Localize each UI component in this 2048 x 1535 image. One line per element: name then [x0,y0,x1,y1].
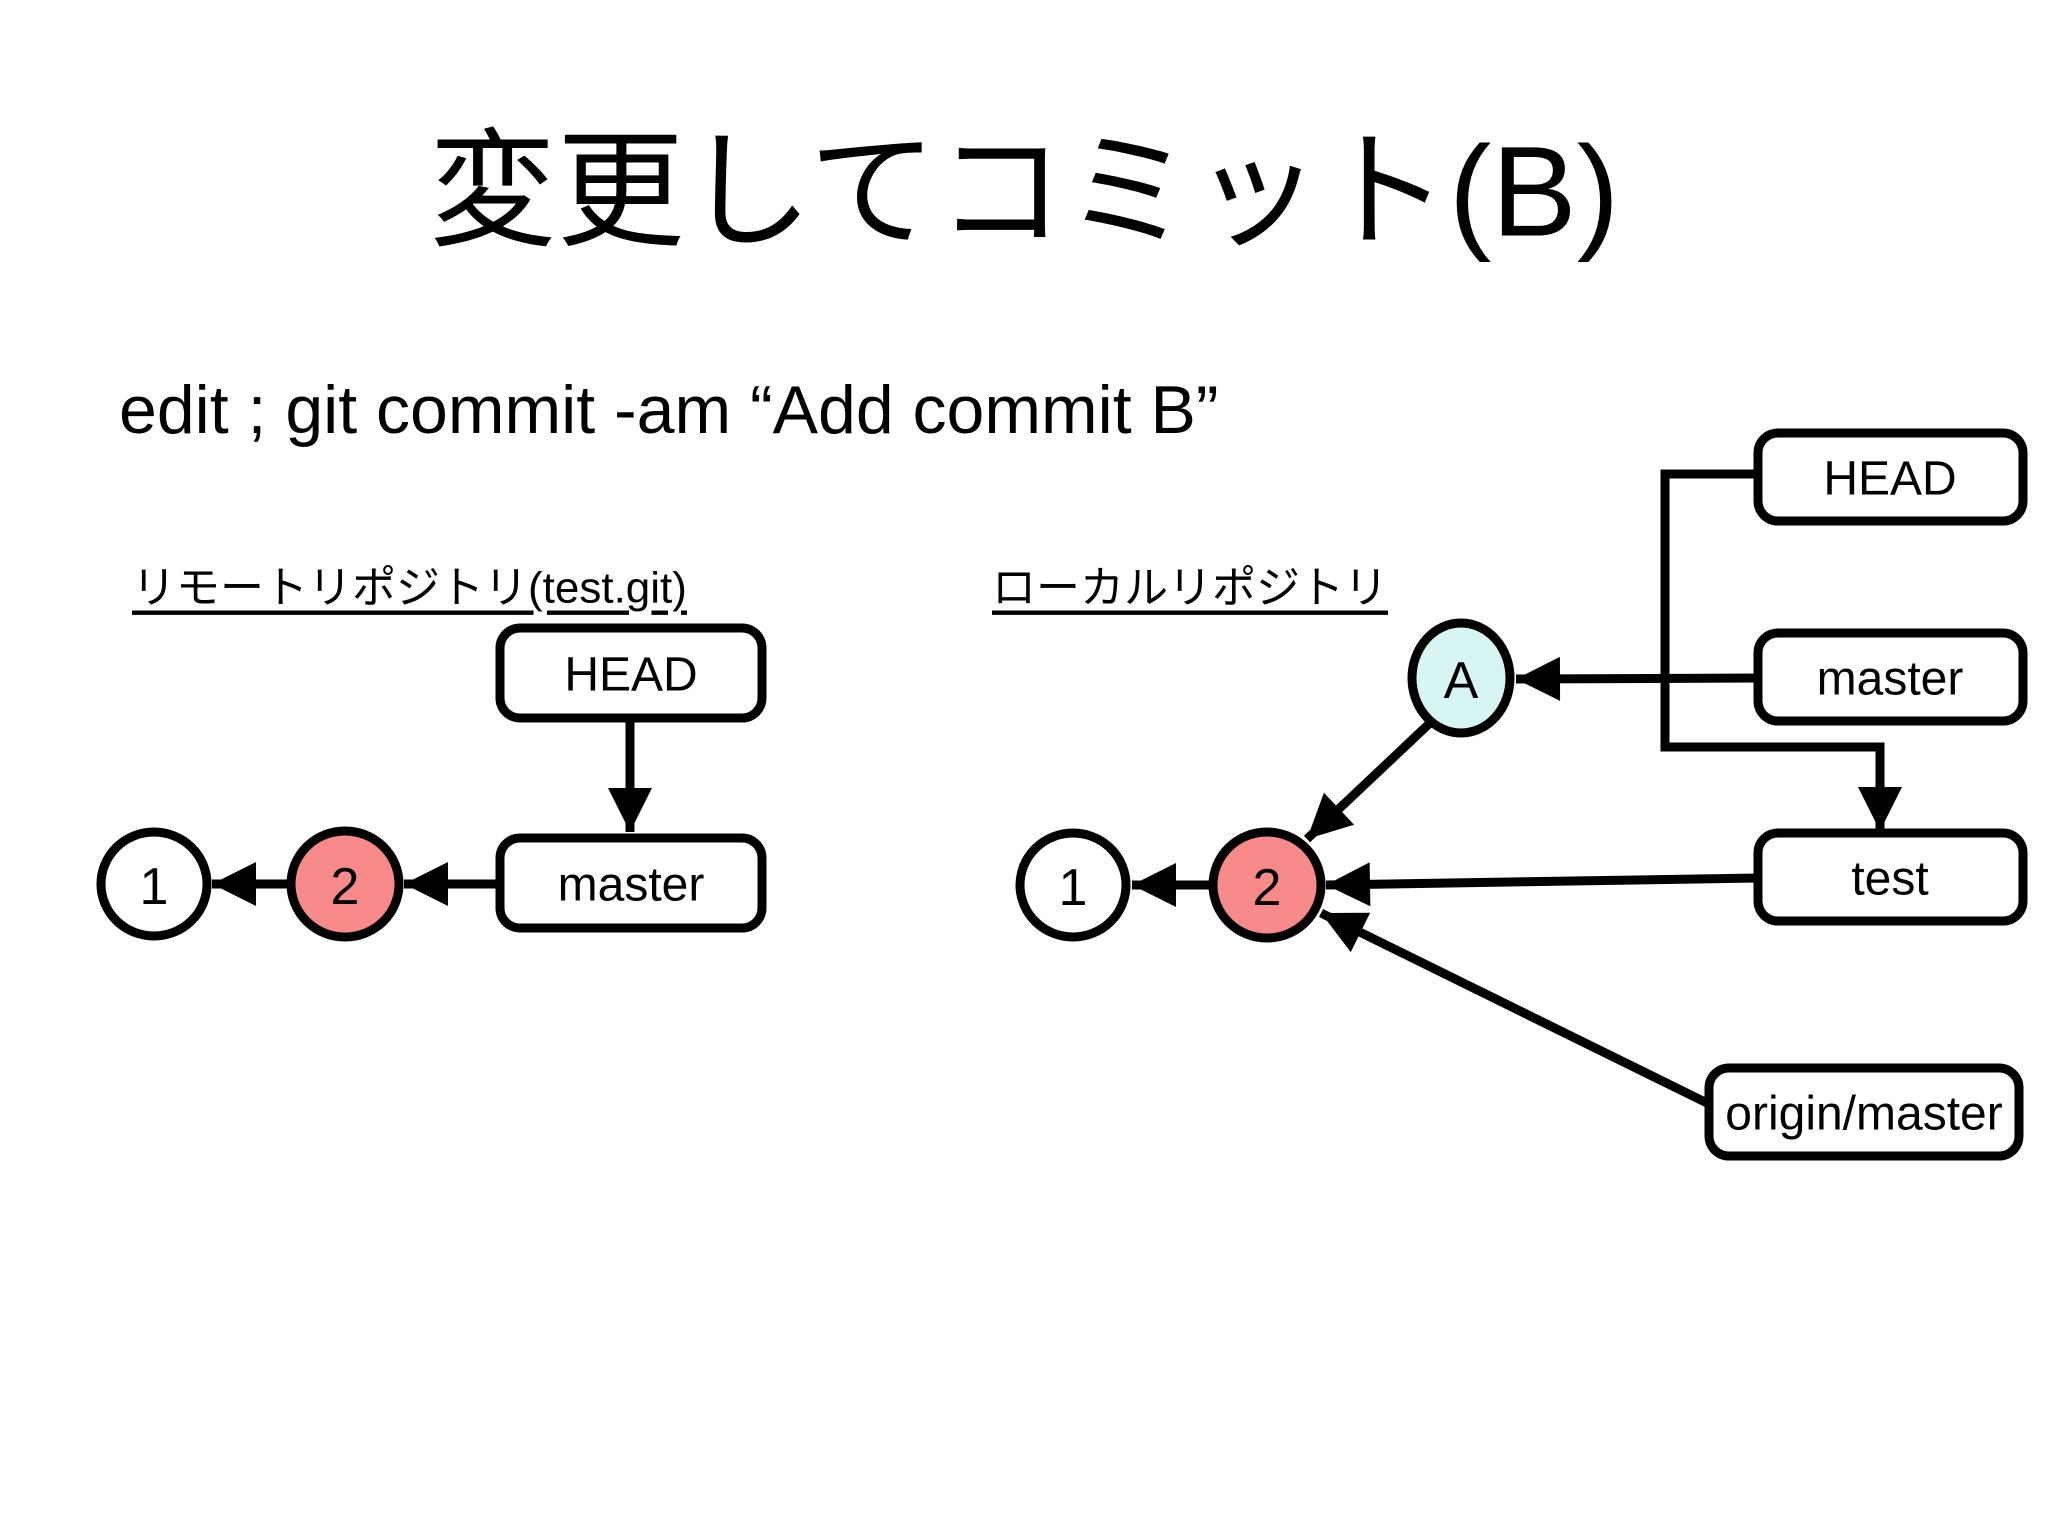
remote-commit-1-node [96,827,212,941]
local-test-box-label: test [1851,853,1928,906]
remote-commit-1-label: 1 [140,858,169,916]
remote-master-box-label: master [558,859,705,912]
local-repo-diagram: ローカルリポジトリ HEAD master A test origin [992,428,2028,1161]
local-commit-1-label: 1 [1059,859,1088,917]
local-origin-master-box-label: origin/master [1725,1088,2002,1141]
local-commit-a-label: A [1444,652,1479,710]
local-origin-master-to-commit2-arrow [1319,908,1711,1109]
local-head-box-label: HEAD [1823,453,1956,506]
remote-repo-diagram: リモートリポジトリ(test.git) HEAD master 2 1 [96,564,767,942]
local-commit-1-node [1015,828,1131,942]
remote-repo-label: リモートリポジトリ(test.git) [132,564,687,613]
local-commit-a-node [1407,618,1515,738]
local-commit-2-label: 2 [1253,859,1282,917]
local-master-box [1753,628,2028,726]
local-repo-label: ローカルリポジトリ [992,564,1388,613]
local-master-to-commita-arrow [1515,656,1759,701]
remote-commit-2-label: 2 [331,858,360,916]
local-test-box [1753,828,2028,926]
command-text: edit ; git commit -am “Add commit B” [119,372,1219,448]
slide-title: 変更してコミット(B) [429,121,1620,264]
local-commita-to-commit2-arrow [1303,718,1435,843]
local-head-to-test-connector [1660,469,1902,831]
local-origin-master-box [1704,1063,2024,1161]
local-master-box-label: master [1817,653,1964,706]
local-test-to-commit2-arrow [1325,862,1759,907]
remote-head-box-label: HEAD [564,649,697,702]
local-commit-2-node [1208,827,1326,943]
